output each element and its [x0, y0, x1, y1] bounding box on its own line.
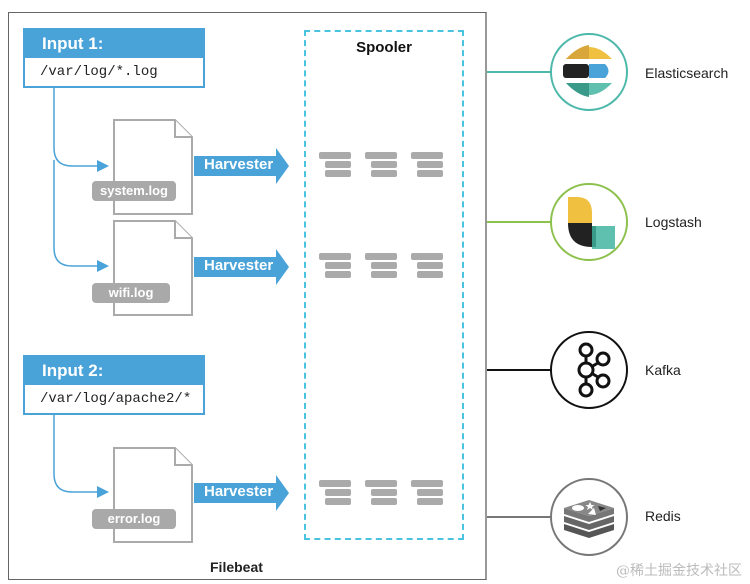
elasticsearch-node: [550, 33, 628, 111]
kafka-label: Kafka: [645, 362, 681, 378]
line-logstash: [487, 221, 551, 223]
queue-stack-icon: [365, 253, 397, 279]
spooler-box: Spooler: [304, 30, 464, 540]
queue-stack-icon: [319, 152, 351, 178]
queue-stack-icon: [319, 480, 351, 506]
logstash-node: [550, 183, 628, 261]
harvester-label: Harvester: [204, 257, 274, 274]
harvester-label: Harvester: [204, 483, 274, 500]
line-kafka: [487, 369, 551, 371]
elasticsearch-label: Elasticsearch: [645, 65, 729, 81]
line-elasticsearch: [487, 71, 551, 73]
logstash-label: Logstash: [645, 214, 702, 230]
queue-stack-icon: [411, 480, 443, 506]
file-label-system: system.log: [92, 181, 176, 201]
harvester-label: Harvester: [204, 156, 274, 173]
watermark: @稀土掘金技术社区: [616, 563, 742, 579]
kafka-node: [550, 331, 628, 409]
line-redis: [487, 516, 551, 518]
elasticsearch-logo-icon: [563, 45, 612, 97]
input-1-box: Input 1: /var/log/*.log: [23, 28, 205, 88]
queue-stack-icon: [411, 253, 443, 279]
connector-input1-system: [53, 87, 109, 172]
input-2-title: Input 2:: [25, 357, 203, 385]
input-2-path: /var/log/apache2/*: [40, 391, 192, 407]
logstash-logo-icon: [568, 197, 615, 249]
spooler-title: Spooler: [356, 39, 412, 56]
redis-logo-icon: [564, 500, 614, 538]
queue-stack-icon: [365, 480, 397, 506]
harvester-arrow-3: Harvester: [194, 475, 290, 511]
redis-node: [550, 478, 628, 556]
input-2-box: Input 2: /var/log/apache2/*: [23, 355, 205, 415]
filebeat-container: [8, 12, 487, 580]
input-1-path: /var/log/*.log: [40, 64, 158, 80]
redis-label: Redis: [645, 508, 681, 524]
kafka-logo-icon: [577, 342, 611, 398]
harvester-arrow-2: Harvester: [194, 249, 290, 285]
file-label-wifi: wifi.log: [92, 283, 170, 303]
queue-stack-icon: [319, 253, 351, 279]
queue-stack-icon: [365, 152, 397, 178]
connector-input1-wifi: [53, 160, 109, 272]
input-1-title: Input 1:: [25, 30, 203, 58]
queue-stack-icon: [411, 152, 443, 178]
connector-input2-error: [53, 414, 109, 498]
file-label-error: error.log: [92, 509, 176, 529]
filebeat-label: Filebeat: [210, 559, 263, 575]
harvester-arrow-1: Harvester: [194, 148, 290, 184]
